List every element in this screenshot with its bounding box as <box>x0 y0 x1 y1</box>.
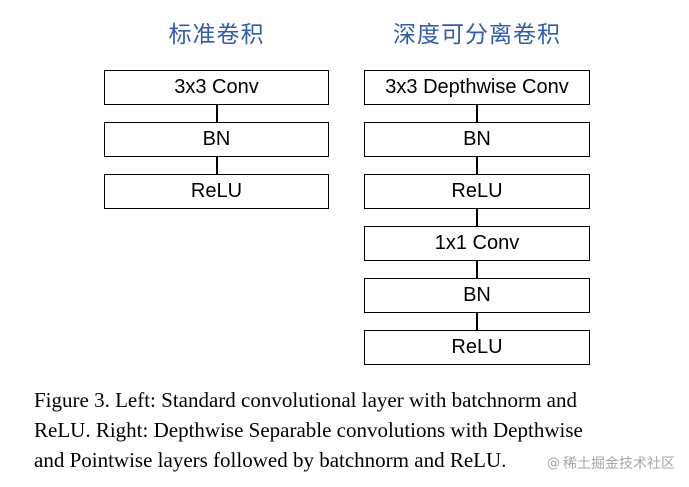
right-relu-box-1: ReLU <box>364 174 590 209</box>
right-depthwise-conv-box: 3x3 Depthwise Conv <box>364 70 590 105</box>
watermark-text: 稀土掘金技术社区 <box>563 456 675 472</box>
right-pointwise-conv-box: 1x1 Conv <box>364 226 590 261</box>
watermark: @ 稀土掘金技术社区 <box>547 453 675 473</box>
right-bn-box-1: BN <box>364 122 590 157</box>
figure-caption: Figure 3. Left: Standard convolutional l… <box>34 385 666 475</box>
left-bn-box: BN <box>104 122 329 157</box>
right-connector-3 <box>476 209 478 226</box>
right-connector-2 <box>476 157 478 174</box>
right-relu-box-2: ReLU <box>364 330 590 365</box>
watermark-at-icon: @ <box>547 455 560 471</box>
right-connector-1 <box>476 105 478 122</box>
caption-line-1: Figure 3. Left: Standard convolutional l… <box>34 388 577 412</box>
caption-line-2: ReLU. Right: Depthwise Separable convolu… <box>34 418 583 442</box>
right-connector-5 <box>476 313 478 330</box>
left-conv-box: 3x3 Conv <box>104 70 329 105</box>
right-bn-box-2: BN <box>364 278 590 313</box>
left-connector-2 <box>216 157 218 174</box>
caption-line-3: and Pointwise layers followed by batchno… <box>34 448 507 472</box>
left-relu-box: ReLU <box>104 174 329 209</box>
left-column-title: 标准卷积 <box>168 22 265 48</box>
right-connector-4 <box>476 261 478 278</box>
left-connector-1 <box>216 105 218 122</box>
right-column-title: 深度可分离卷积 <box>393 22 561 48</box>
